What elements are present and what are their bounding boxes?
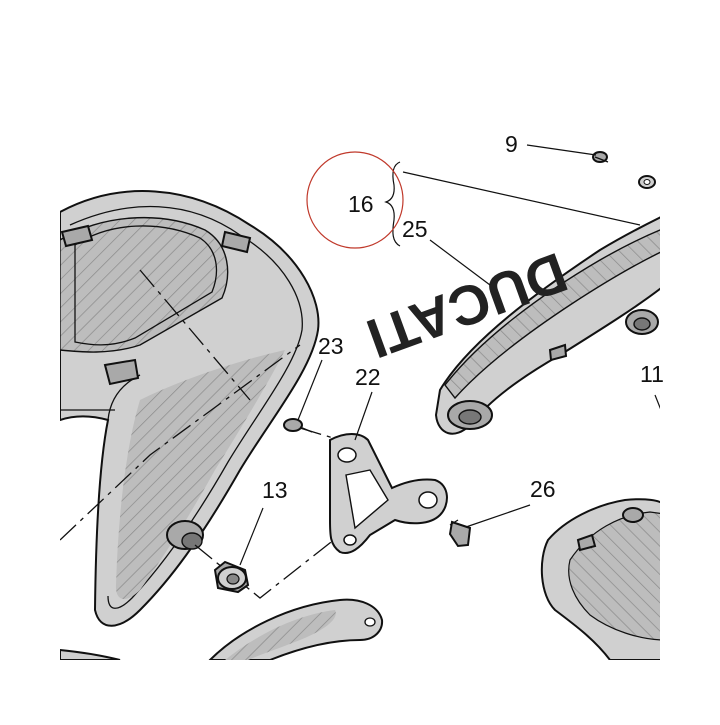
leader-22 (354, 391, 373, 441)
leader-13 (239, 507, 264, 566)
group-brace-16 (384, 161, 401, 247)
screw-part-23 (283, 418, 313, 433)
leader-23 (297, 359, 323, 421)
grommet-part (213, 560, 250, 594)
lower-center-fairing (208, 598, 384, 660)
callout-16: 16 (348, 191, 374, 217)
callout-25: 25 (402, 216, 428, 242)
clip-part-26 (448, 519, 472, 548)
upper-right-fairing (434, 216, 660, 435)
axis-line-2 (60, 344, 301, 541)
highlight-circle (306, 151, 404, 249)
callout-22: 22 (355, 364, 381, 390)
left-fairing-panel (60, 190, 320, 627)
callout-26: 26 (530, 476, 556, 502)
callout-13: 13 (262, 477, 288, 503)
leader-26 (465, 504, 531, 528)
bottom-left-edge (60, 648, 121, 660)
bracket-part (329, 433, 448, 554)
callout-9: 9 (505, 131, 518, 157)
lower-right-fairing (540, 498, 660, 660)
leader-11 (654, 394, 660, 410)
axis-line-1 (139, 269, 251, 401)
leader-25 (429, 239, 491, 286)
leader-16 (402, 171, 641, 226)
callout-23: 23 (318, 333, 344, 359)
leader-9 (526, 144, 597, 156)
axis-line-3 (194, 534, 341, 599)
callout-11: 11 (640, 361, 664, 387)
screw-part-9 (592, 151, 656, 189)
